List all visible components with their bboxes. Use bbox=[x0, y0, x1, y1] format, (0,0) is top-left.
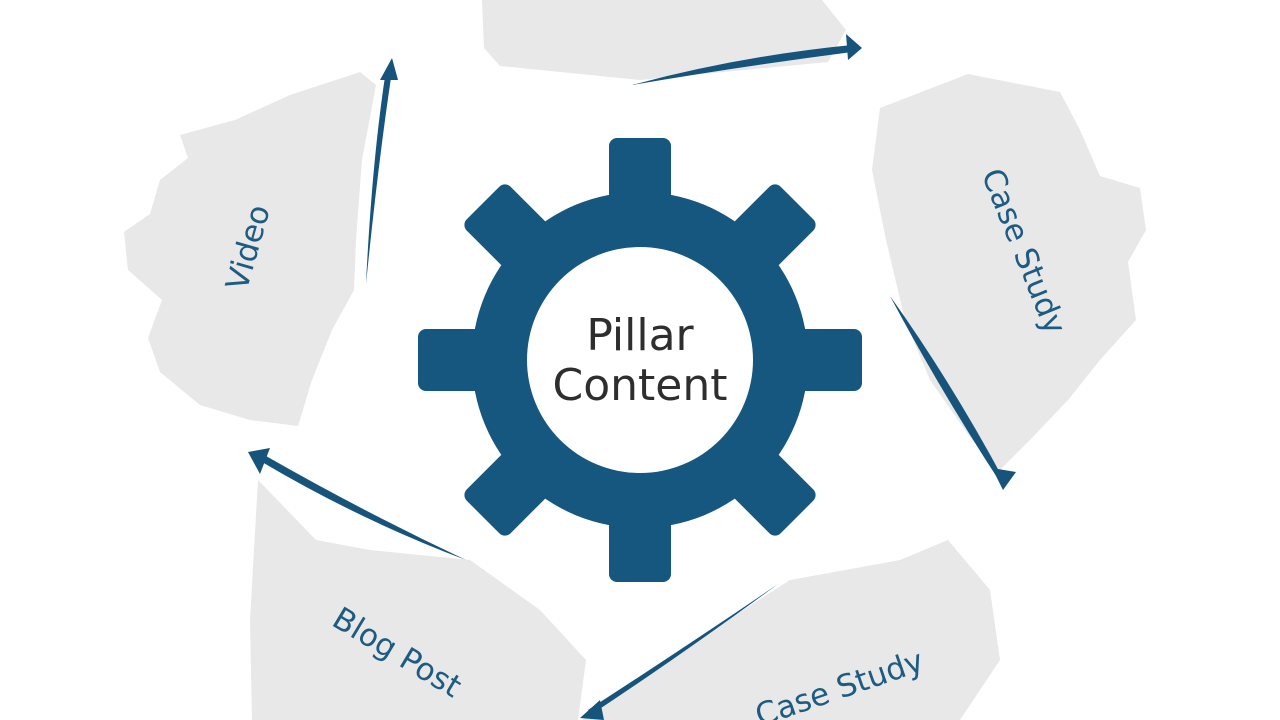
gear-tooth bbox=[464, 440, 560, 536]
content-card-case-study-right bbox=[872, 74, 1146, 470]
arrow-bottom bbox=[580, 584, 778, 720]
content-card-top bbox=[482, 0, 846, 80]
gear-tooth bbox=[418, 329, 500, 391]
gear-icon bbox=[418, 138, 862, 582]
arrow-blog-to-video bbox=[248, 448, 466, 560]
center-title-line2: Content bbox=[553, 360, 728, 411]
content-card-case-study-bottom bbox=[582, 540, 1000, 720]
gear-tooth bbox=[720, 184, 816, 280]
gear-tooth bbox=[609, 500, 671, 582]
gear-tooth bbox=[464, 184, 560, 280]
gear-tooth bbox=[780, 329, 862, 391]
content-card-video bbox=[124, 72, 376, 426]
center-title-line1: Pillar bbox=[586, 310, 694, 361]
arrow-top bbox=[632, 34, 862, 85]
arrow-left bbox=[366, 58, 398, 284]
content-card-blog-post bbox=[250, 480, 586, 720]
gear-tooth bbox=[720, 440, 816, 536]
arrow-right bbox=[890, 296, 1016, 490]
gear-tooth bbox=[609, 138, 671, 220]
